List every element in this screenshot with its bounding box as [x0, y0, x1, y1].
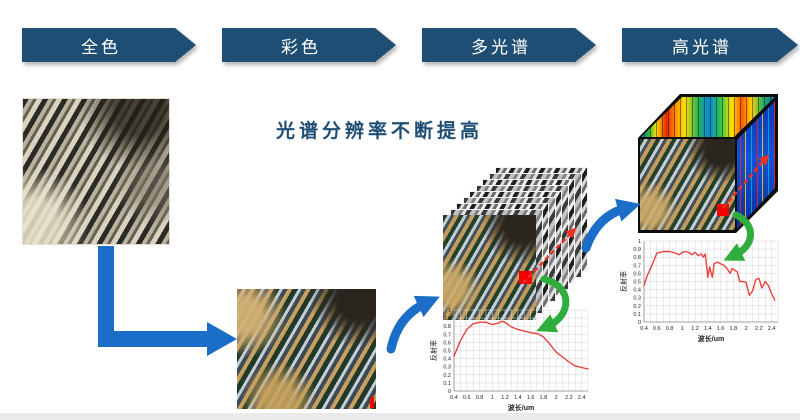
- cube-front-face-image: [640, 139, 735, 230]
- svg-text:0.9: 0.9: [443, 316, 451, 322]
- panchromatic-image: [22, 98, 170, 245]
- svg-text:波长/um: 波长/um: [698, 334, 724, 343]
- svg-text:0.7: 0.7: [633, 263, 641, 269]
- stage-banner-label: 多光谱: [471, 37, 531, 57]
- stage-banner-label: 全色: [81, 37, 121, 57]
- spectral-chart-multispectral: 0.4 0.6 0.8 1 1.2 1.4 1.6 1.8 2 2.2 2.4 0 0.1 0.2 0.3 0…: [429, 308, 589, 412]
- red-marker-tick: [370, 397, 374, 408]
- svg-text:1: 1: [448, 308, 451, 314]
- svg-text:0.5: 0.5: [443, 349, 451, 355]
- svg-text:1: 1: [638, 239, 641, 245]
- svg-text:0.4: 0.4: [640, 326, 648, 332]
- svg-text:反射率: 反射率: [619, 271, 628, 292]
- multispectral-stack: [443, 161, 589, 320]
- stage-banner-label: 高光谱: [672, 37, 732, 57]
- svg-text:0.8: 0.8: [633, 255, 641, 261]
- svg-text:0.8: 0.8: [476, 395, 484, 401]
- svg-text:1.2: 1.2: [691, 326, 699, 332]
- svg-text:0.1: 0.1: [633, 312, 641, 318]
- svg-text:波长/um: 波长/um: [508, 403, 534, 412]
- stage-banner-shape: 高光谱: [622, 28, 798, 62]
- svg-text:1.8: 1.8: [730, 326, 738, 332]
- color-image: [237, 289, 376, 409]
- svg-text:0.3: 0.3: [443, 365, 451, 371]
- svg-text:0.4: 0.4: [443, 357, 451, 363]
- svg-text:0: 0: [448, 389, 451, 395]
- svg-text:2: 2: [745, 326, 748, 332]
- svg-text:1.6: 1.6: [527, 395, 535, 401]
- svg-text:1.2: 1.2: [501, 395, 509, 401]
- svg-text:0.8: 0.8: [666, 326, 674, 332]
- svg-text:1.4: 1.4: [704, 326, 712, 332]
- svg-text:0.3: 0.3: [633, 296, 641, 302]
- svg-text:2.4: 2.4: [768, 326, 776, 332]
- svg-text:0.1: 0.1: [443, 381, 451, 387]
- svg-text:0.2: 0.2: [443, 373, 451, 379]
- stage-banner-shape: 多光谱: [422, 28, 596, 62]
- svg-text:2.2: 2.2: [565, 395, 573, 401]
- pixel-marker-hyperspectral: [717, 204, 729, 216]
- svg-text:0.8: 0.8: [443, 324, 451, 330]
- slide-bottom-edge: [0, 413, 800, 420]
- svg-text:0.4: 0.4: [633, 288, 641, 294]
- curved-arrow-color-to-multispectral: [386, 295, 440, 354]
- stage-banner-label: 彩色: [281, 37, 321, 57]
- svg-text:1: 1: [681, 326, 684, 332]
- svg-text:0.4: 0.4: [450, 395, 458, 401]
- spectral-chart-hyperspectral: 0.4 0.6 0.8 1 1.2 1.4 1.6 1.8 2 2.2 2.4 0 0.1 0.2 0.3 0…: [619, 239, 779, 343]
- svg-text:0.6: 0.6: [463, 395, 471, 401]
- svg-text:0.9: 0.9: [633, 247, 641, 253]
- svg-text:0.6: 0.6: [633, 271, 641, 277]
- svg-text:0: 0: [638, 320, 641, 326]
- pixel-marker-multispectral: [519, 271, 532, 284]
- svg-text:1.4: 1.4: [514, 395, 522, 401]
- svg-text:0.5: 0.5: [633, 280, 641, 286]
- headline: 光谱分辨率不断提高: [276, 121, 484, 142]
- svg-text:0.6: 0.6: [443, 340, 451, 346]
- svg-text:1: 1: [491, 395, 494, 401]
- svg-text:1.6: 1.6: [717, 326, 725, 332]
- svg-text:0.6: 0.6: [653, 326, 661, 332]
- svg-text:0.7: 0.7: [443, 332, 451, 338]
- stage-banner-shape: 彩色: [222, 28, 396, 62]
- svg-text:2.2: 2.2: [755, 326, 763, 332]
- svg-text:0.2: 0.2: [633, 304, 641, 310]
- svg-text:1.8: 1.8: [540, 395, 548, 401]
- elbow-arrow-pan-to-color: [98, 246, 237, 356]
- stage-banner-shape: 全色: [22, 28, 196, 62]
- hyperspectral-cube: [638, 94, 780, 234]
- svg-text:2.4: 2.4: [578, 395, 586, 401]
- multispectral-front-image: [443, 215, 536, 320]
- svg-text:反射率: 反射率: [429, 340, 438, 361]
- svg-text:2: 2: [555, 395, 558, 401]
